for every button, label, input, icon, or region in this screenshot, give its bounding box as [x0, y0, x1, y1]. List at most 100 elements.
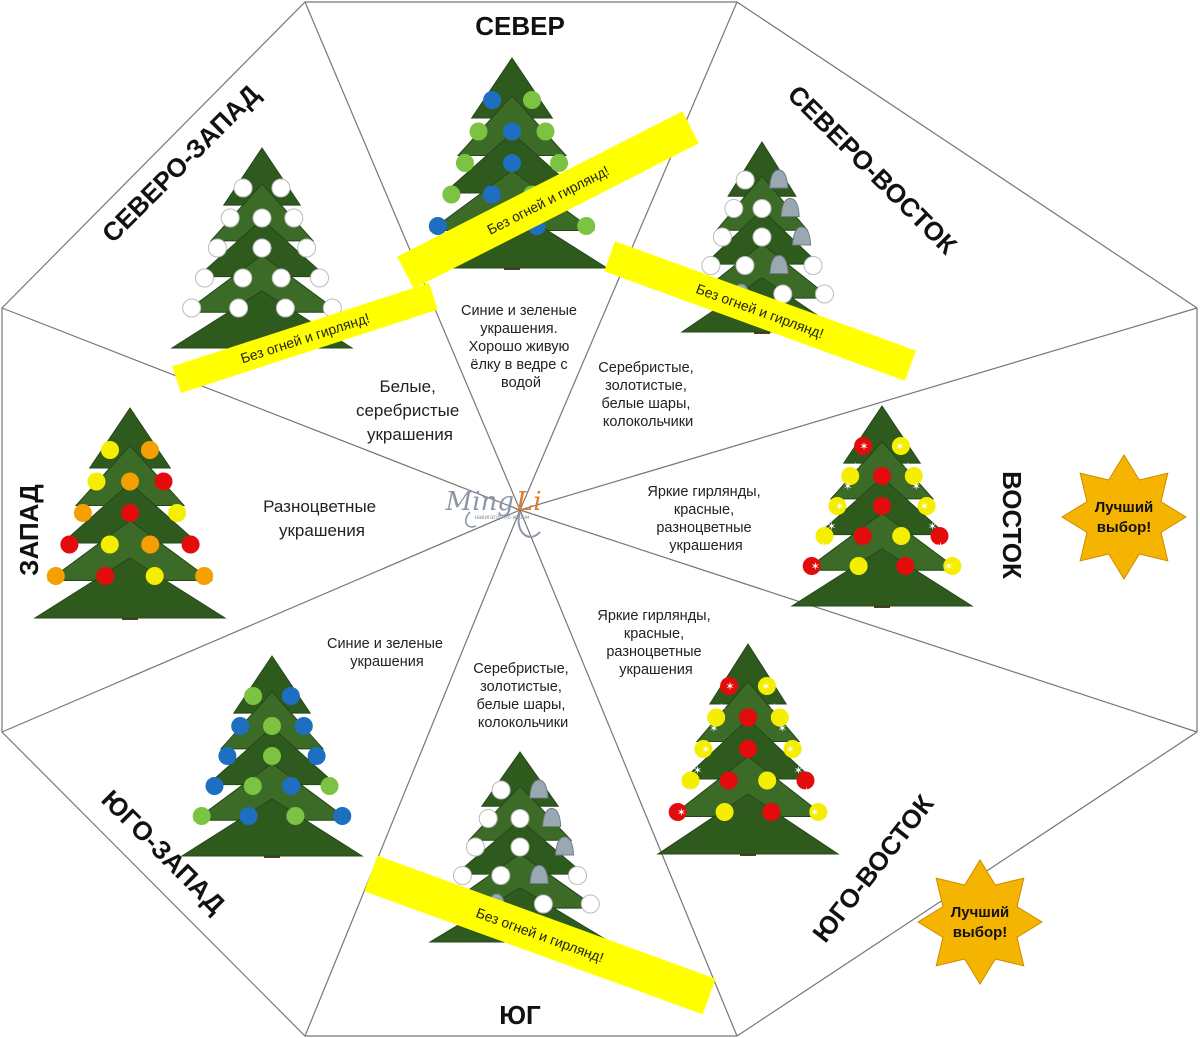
- snowflake-icon: ✶: [677, 806, 686, 819]
- line: украшения: [367, 425, 453, 444]
- ornament-ball: [297, 238, 317, 258]
- band-rect: [172, 282, 438, 394]
- star-badge-icon: [917, 859, 1043, 985]
- ornament-ball: [482, 185, 501, 204]
- description-north: Синие и зеленые украшения. Хорошо живую …: [461, 303, 581, 391]
- logo-main-text: Ming: [445, 487, 514, 517]
- ornament-ball: [739, 740, 757, 758]
- ornament-ball: [815, 284, 834, 304]
- line: Хорошо живую: [469, 339, 570, 355]
- ornament-ball: [73, 504, 92, 522]
- label-north: СЕВЕР: [475, 11, 565, 41]
- snowflake-icon: ✶: [920, 500, 929, 513]
- snowflake-icon: ✶: [936, 540, 945, 553]
- tree-tier: [790, 548, 974, 607]
- ornament-ball: [294, 717, 313, 735]
- ornament-ball: [503, 154, 521, 172]
- ornament-ball: [853, 527, 872, 545]
- ornament-ball: [46, 567, 65, 585]
- ornament-ball: [465, 837, 485, 857]
- line: красные,: [624, 626, 684, 642]
- ornament-ball: [533, 894, 553, 914]
- line: украшения: [619, 662, 692, 678]
- ornament-ball: [752, 199, 772, 218]
- spoke-south-east: [519, 509, 738, 1037]
- ornament-ball: [195, 567, 214, 585]
- description-southwest: Синие и зеленые украшения: [327, 636, 447, 670]
- band-rect: [364, 855, 716, 1015]
- snowflake-icon: ✶: [859, 440, 868, 453]
- ornament-ball: [275, 298, 295, 318]
- star-badge-icon: [1061, 454, 1187, 580]
- ornament-ball: [550, 154, 569, 172]
- ornament-ball: [154, 472, 173, 491]
- bell-icon: [542, 807, 562, 827]
- logo-swirl-icon: [464, 511, 477, 528]
- bell-icon: [555, 836, 575, 856]
- snowflake-icon: ✶: [794, 764, 803, 777]
- ornament-ball: [896, 557, 915, 575]
- line: Белые,: [379, 377, 435, 396]
- ornament-ball: [286, 807, 305, 825]
- ornament-ball: [849, 557, 868, 575]
- ornament-ball: [891, 437, 910, 455]
- ornament-ball: [930, 527, 949, 545]
- line: Серебристые,: [598, 360, 693, 376]
- ornament-ball: [536, 122, 555, 141]
- ornament-ball: [60, 535, 79, 554]
- spoke-west-north: [1, 307, 521, 511]
- ornament-ball: [715, 803, 734, 821]
- band-rect: [397, 111, 699, 289]
- ornament-ball: [233, 268, 253, 288]
- bell-icon: [769, 169, 789, 189]
- ornament-ball: [873, 497, 891, 515]
- tree-tier: [180, 798, 364, 857]
- snowflake-icon: ✶: [912, 480, 921, 493]
- ornament-ball: [483, 91, 502, 109]
- ornament-ball: [320, 777, 339, 795]
- ornament-ball: [310, 268, 329, 288]
- ornament-ball: [828, 497, 847, 515]
- line: колокольчики: [478, 715, 568, 731]
- ornament-ball: [145, 567, 164, 585]
- ornament-ball: [757, 677, 776, 695]
- ornament-ball: [205, 777, 224, 795]
- tree-west: [33, 407, 227, 620]
- description-northwest: Белые, серебристые украшения: [356, 377, 464, 444]
- tree-east: ✶✶✶✶✶✶✶✶✶✶✶✶✶✶: [790, 405, 974, 608]
- ornament-ball: [873, 467, 891, 485]
- best-choice-line1: Лучший: [1095, 499, 1154, 516]
- ornament-ball: [455, 154, 474, 172]
- bell-icon: [769, 254, 789, 274]
- ornament-ball: [694, 740, 713, 758]
- ornament-ball: [735, 170, 755, 190]
- ornament-ball: [478, 809, 498, 828]
- line: украшения: [669, 538, 742, 554]
- ornament-ball: [121, 504, 139, 522]
- ornament-ball: [712, 227, 732, 247]
- ornament-ball: [121, 472, 139, 491]
- snowflake-icon: ✶: [769, 701, 778, 714]
- ornament-ball: [182, 298, 202, 318]
- line: серебристые: [356, 401, 459, 420]
- ornament-ball: [577, 217, 596, 235]
- ornament-ball: [803, 256, 823, 275]
- ornament-ball: [229, 298, 249, 318]
- ornament-ball: [192, 807, 211, 825]
- ornament-ball: [580, 894, 600, 914]
- logo-swirl-icon: [517, 511, 541, 538]
- snowflake-icon: ✶: [810, 806, 819, 819]
- ornament-ball: [100, 535, 119, 554]
- line: Синие и зеленые: [461, 303, 577, 319]
- best-choice-line1: Лучший: [951, 904, 1010, 921]
- spoke-south-west: [304, 509, 521, 1037]
- ornament-ball: [719, 771, 738, 790]
- ornament-ball: [181, 535, 200, 554]
- line: ёлку в ведре с: [470, 357, 567, 373]
- ornament-ball: [428, 217, 447, 235]
- ornament-ball: [510, 809, 530, 828]
- ornament-ball: [568, 866, 587, 885]
- ornament-ball: [796, 771, 815, 790]
- line: Яркие гирлянды,: [647, 484, 760, 500]
